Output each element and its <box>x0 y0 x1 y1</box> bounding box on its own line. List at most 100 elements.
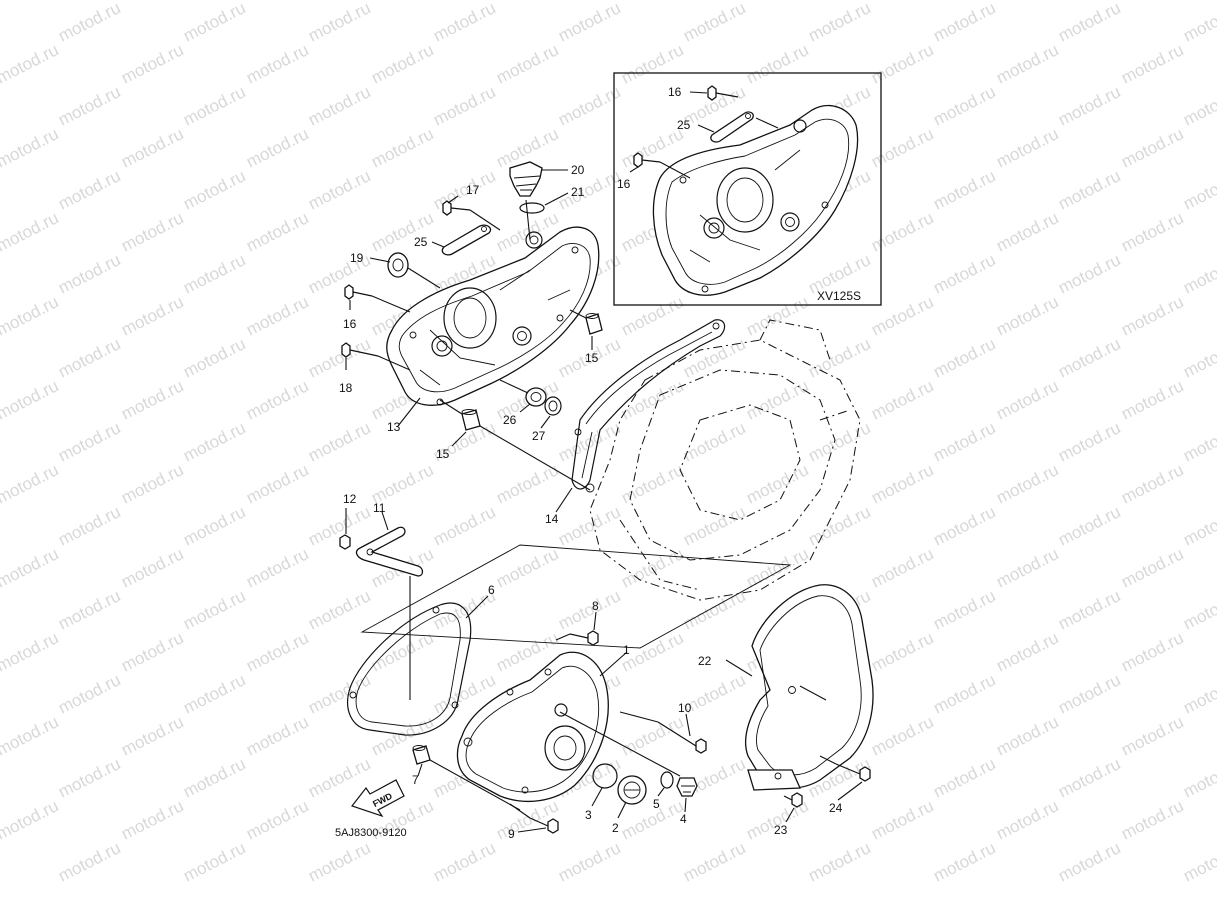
watermark-text: motod.ru <box>1118 40 1186 87</box>
watermark-text: motod.ru <box>555 0 623 46</box>
watermark-text: motod.ru <box>930 334 998 381</box>
watermark-text: motod.ru <box>1180 334 1217 381</box>
watermark-text: motod.ru <box>0 40 62 87</box>
watermark-text: motod.ru <box>430 502 498 549</box>
watermark-text: motod.ru <box>618 712 686 759</box>
watermark-text: motod.ru <box>180 250 248 297</box>
watermark-text: motod.ru <box>618 292 686 339</box>
watermark-text: motod.ru <box>1118 292 1186 339</box>
watermark-text: motod.ru <box>993 124 1061 171</box>
watermark-text: motod.ru <box>805 418 873 465</box>
watermark-text: motod.ru <box>930 670 998 717</box>
watermark-text: motod.ru <box>805 0 873 46</box>
watermark-text: motod.ru <box>118 544 186 591</box>
watermark-text: motod.ru <box>930 166 998 213</box>
watermark-text: motod.ru <box>0 376 62 423</box>
watermark-text: motod.ru <box>0 628 62 675</box>
callout-27: 27 <box>532 429 546 443</box>
watermark-text: motod.ru <box>55 502 123 549</box>
callout-8: 8 <box>592 599 599 613</box>
callout-16-inset-left: 16 <box>617 177 631 191</box>
watermark-text: motod.ru <box>180 838 248 885</box>
watermark-text: motod.ru <box>680 502 748 549</box>
watermark-text: motod.ru <box>1055 754 1123 801</box>
part-15-dowel-lower <box>461 409 481 431</box>
catalog-code: 5AJ8300-9120 <box>335 827 407 839</box>
watermark-text: motod.ru <box>55 82 123 129</box>
watermark-text: motod.ru <box>1055 166 1123 213</box>
callout-9: 9 <box>508 827 515 841</box>
watermark-text: motod.ru <box>118 208 186 255</box>
callout-2: 2 <box>612 821 619 835</box>
watermark-text: motod.ru <box>0 292 62 339</box>
watermark-text: motod.ru <box>1180 418 1217 465</box>
watermark-text: motod.ru <box>55 754 123 801</box>
watermark-text: motod.ru <box>0 460 62 507</box>
watermark-text: motod.ru <box>1055 334 1123 381</box>
watermark-text: motod.ru <box>305 166 373 213</box>
callout-17: 17 <box>466 183 480 197</box>
watermark-text: motod.ru <box>180 334 248 381</box>
watermark-text: motod.ru <box>305 82 373 129</box>
part-14-gasket <box>571 319 726 493</box>
watermark-text: motod.ru <box>555 502 623 549</box>
watermark-text: motod.ru <box>430 82 498 129</box>
watermark-text: motod.ru <box>118 796 186 843</box>
watermark-text: motod.ru <box>993 208 1061 255</box>
watermark-text: motod.ru <box>1180 586 1217 633</box>
watermark-text: motod.ru <box>680 0 748 46</box>
watermark-text: motod.ru <box>118 40 186 87</box>
watermark-text: motod.ru <box>930 82 998 129</box>
watermark-text: motod.ru <box>118 628 186 675</box>
engine-block-phantom <box>589 319 861 601</box>
part-11-shift-lever <box>355 526 424 577</box>
watermark-text: motod.ru <box>868 124 936 171</box>
watermark-text: motod.ru <box>243 292 311 339</box>
watermark-text: motod.ru <box>618 40 686 87</box>
watermark-text: motod.ru <box>930 754 998 801</box>
watermark-text: motod.ru <box>0 544 62 591</box>
watermark-text: motod.ru <box>1118 712 1186 759</box>
watermark-text: motod.ru <box>368 0 436 4</box>
watermark-text: motod.ru <box>180 502 248 549</box>
watermark-text: motod.ru <box>0 796 62 843</box>
watermark-text: motod.ru <box>430 838 498 885</box>
callout-18: 18 <box>339 381 353 395</box>
watermark-text: motod.ru <box>118 460 186 507</box>
watermark-text: motod.ru <box>1118 544 1186 591</box>
watermark-text: motod.ru <box>993 628 1061 675</box>
callout-10: 10 <box>678 701 692 715</box>
watermark-text: motod.ru <box>243 124 311 171</box>
part-6-gasket <box>347 602 472 736</box>
callout-16-inset-top: 16 <box>668 85 682 99</box>
watermark-text: motod.ru <box>1180 166 1217 213</box>
part-17-bolt <box>442 200 471 216</box>
callout-6: 6 <box>488 583 495 597</box>
watermark-text: motod.ru <box>1180 670 1217 717</box>
watermark-text: motod.ru <box>1180 250 1217 297</box>
watermark-text: motod.ru <box>243 544 311 591</box>
watermark-text: motod.ru <box>180 418 248 465</box>
watermark-text: motod.ru <box>1055 418 1123 465</box>
part-26-washer <box>525 387 547 407</box>
watermark-text: motod.ru <box>618 0 686 4</box>
part-12-bolt <box>339 534 351 550</box>
callout-12: 12 <box>343 492 357 506</box>
callout-25: 25 <box>414 235 428 249</box>
callout-16: 16 <box>343 317 357 331</box>
watermark-text: motod.ru <box>243 376 311 423</box>
watermark-text: motod.ru <box>1055 0 1123 46</box>
watermark-text: motod.ru <box>868 712 936 759</box>
watermark-text: motod.ru <box>743 544 811 591</box>
watermark-text: motod.ru <box>743 376 811 423</box>
watermark-text: motod.ru <box>680 334 748 381</box>
watermark-text: motod.ru <box>868 40 936 87</box>
watermark-text: motod.ru <box>680 838 748 885</box>
watermark-text: motod.ru <box>55 838 123 885</box>
watermark-text: motod.ru <box>1118 460 1186 507</box>
watermark-text: motod.ru <box>243 796 311 843</box>
watermark-text: motod.ru <box>1180 838 1217 885</box>
watermark-text: motod.ru <box>1118 796 1186 843</box>
part-16-bolt <box>344 284 373 300</box>
